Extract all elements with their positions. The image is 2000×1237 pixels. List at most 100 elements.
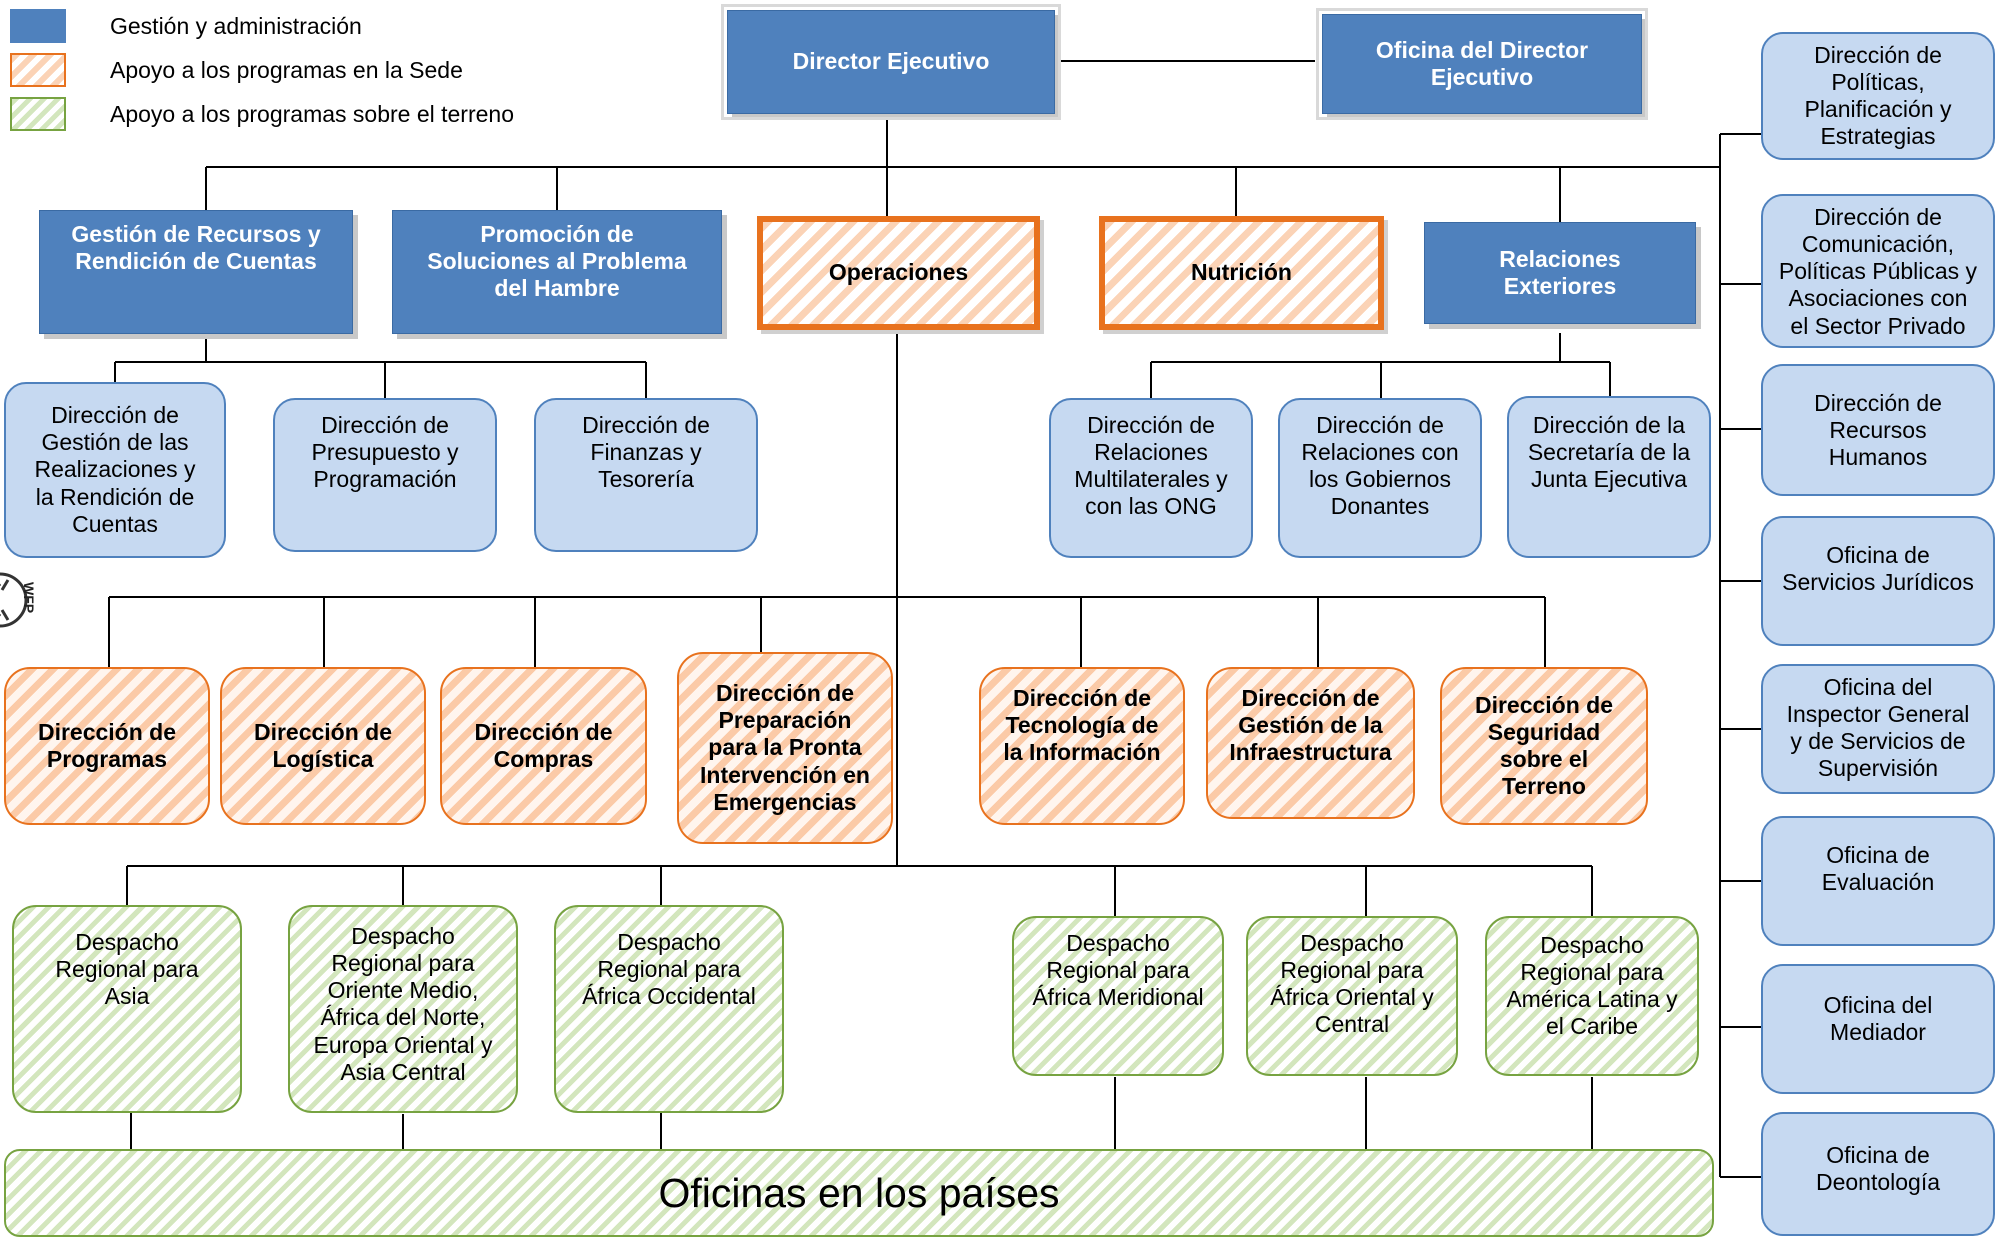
- box-label-line: Tesorería: [598, 466, 694, 493]
- box-label-line: Despacho: [1066, 930, 1170, 956]
- box-label-line: Dirección de: [1316, 412, 1444, 438]
- box-label-line: Dirección de: [1814, 42, 1942, 68]
- box-label-line: Políticas Públicas y: [1778, 258, 1978, 285]
- inspector-general-office-box: Oficina del Inspector General y de Servi…: [1761, 664, 1995, 794]
- box-label-line: Deontología: [1815, 1169, 1941, 1196]
- box-label-line: Donantes: [1330, 493, 1430, 520]
- box-label-line: Humanos: [1828, 444, 1928, 471]
- box-label-line: Promoción de: [480, 221, 634, 247]
- legend-label: Apoyo a los programas en la Sede: [110, 56, 463, 83]
- box-label-line: Políticas,: [1831, 69, 1925, 96]
- box-label-line: la Información: [1003, 739, 1161, 766]
- box-label-line: Dirección de: [37, 718, 177, 745]
- box-label: Oficinas en los países: [658, 1169, 1060, 1216]
- box-label-line: Planificación y: [1804, 96, 1952, 123]
- box-label-line: y de Servicios de: [1790, 728, 1966, 755]
- legend-item-field-support: Apoyo a los programas sobre el terreno: [10, 96, 514, 132]
- box-label-line: África Occidental: [582, 983, 756, 1010]
- box-label-line: Asia Central: [340, 1058, 466, 1085]
- box-label-line: Junta Ejecutiva: [1531, 466, 1687, 493]
- box-label-line: Dirección de la: [1532, 412, 1686, 438]
- legend-label: Gestión y administración: [110, 12, 362, 39]
- box-label-line: Logística: [272, 746, 374, 772]
- legend-swatch-green: [10, 97, 66, 131]
- regional-bureau-middle-east-box: Despacho Regional para Oriente Medio, Áf…: [288, 905, 518, 1113]
- box-label-line: Intervención en: [700, 761, 870, 788]
- box-label-line: Dirección de: [321, 412, 449, 438]
- box-label-line: Dirección de: [715, 680, 855, 707]
- box-label-line: Recursos: [1829, 417, 1927, 444]
- regional-bureau-southern-africa-box: Despacho Regional para África Meridional: [1012, 916, 1224, 1076]
- box-label-line: Oficina de: [1826, 1142, 1930, 1168]
- executive-director-box: Director Ejecutivo: [721, 4, 1061, 120]
- box-label-line: Rendición de Cuentas: [75, 248, 317, 275]
- box-label-line: Oficina del: [1823, 992, 1933, 1018]
- logo-text: WFP: [21, 582, 37, 613]
- box-label-line: Gestión de Recursos y: [71, 221, 321, 247]
- policy-planning-strategy-office-box: Dirección de Políticas, Planificación y …: [1761, 32, 1995, 160]
- box-label-line: Gestión de las: [41, 429, 189, 456]
- box-label: Nutrición: [1191, 259, 1292, 286]
- programmes-division-box: Dirección de Programas: [4, 667, 210, 825]
- communications-partnerships-office-box: Dirección de Comunicación, Políticas Púb…: [1761, 194, 1995, 348]
- wfp-logo-icon: WFP: [0, 572, 37, 628]
- box-label-line: Europa Oriental y: [313, 1031, 493, 1058]
- box-label-line: África Meridional: [1032, 984, 1204, 1011]
- box-label-line: Programas: [46, 746, 168, 772]
- emergency-preparedness-division-box: Dirección de Preparación para la Pronta …: [677, 652, 893, 844]
- box-label-line: Dirección de: [582, 412, 710, 438]
- box-label-line: Seguridad: [1487, 718, 1601, 745]
- box-label-line: África del Norte,: [320, 1004, 486, 1031]
- box-label-line: Infraestructura: [1229, 739, 1392, 766]
- box-label-line: Supervisión: [1817, 755, 1939, 782]
- box-label-line: Asia: [104, 983, 150, 1010]
- executive-director-office-box: Oficina del Director Ejecutivo: [1316, 8, 1648, 120]
- box-label-line: Preparación: [718, 707, 852, 734]
- box-label-line: Oficina de: [1826, 842, 1930, 868]
- executive-board-secretariat-division-box: Dirección de la Secretaría de la Junta E…: [1507, 396, 1711, 558]
- box-label: Operaciones: [828, 259, 969, 286]
- box-label-line: Exteriores: [1503, 273, 1617, 299]
- legend-swatch-blue: [10, 9, 66, 43]
- box-label-line: Inspector General: [1786, 701, 1970, 728]
- box-label: Director Ejecutivo: [792, 48, 990, 75]
- box-label-line: Regional para: [1280, 957, 1424, 984]
- legend-item-management: Gestión y administración: [10, 8, 362, 44]
- legal-office-box: Oficina de Servicios Jurídicos: [1761, 516, 1995, 646]
- box-label-line: Estrategias: [1820, 123, 1936, 150]
- box-label-line: Oficina del: [1823, 674, 1933, 700]
- box-label-line: Oficina de: [1826, 542, 1930, 568]
- box-label-line: América Latina y: [1506, 986, 1678, 1013]
- regional-bureau-west-africa-box: Despacho Regional para África Occidental: [554, 905, 784, 1113]
- box-label-line: Dirección de: [1814, 390, 1942, 416]
- box-label-line: sobre el: [1499, 746, 1589, 772]
- logistics-division-box: Dirección de Logística: [220, 667, 426, 825]
- box-label-line: Oficina del Director: [1375, 36, 1589, 63]
- box-label-line: Dirección de: [1814, 204, 1942, 230]
- box-label-line: Realizaciones y: [34, 456, 196, 483]
- box-label-line: Dirección de: [1474, 691, 1614, 718]
- box-label-line: Programación: [313, 466, 457, 493]
- box-label-line: Despacho: [1540, 932, 1644, 958]
- budget-programming-division-box: Dirección de Presupuesto y Programación: [273, 398, 497, 552]
- box-label-line: Asociaciones con: [1788, 285, 1968, 312]
- hunger-solutions-department-box: Promoción de Soluciones al Problema del …: [392, 210, 722, 334]
- box-label-line: África Oriental y: [1270, 984, 1434, 1011]
- box-label-line: Dirección de: [1012, 685, 1152, 711]
- donor-governments-division-box: Dirección de Relaciones con los Gobierno…: [1278, 398, 1482, 558]
- procurement-division-box: Dirección de Compras: [440, 667, 647, 825]
- human-resources-office-box: Dirección de Recursos Humanos: [1761, 364, 1995, 496]
- regional-bureau-east-central-africa-box: Despacho Regional para África Oriental y…: [1246, 916, 1458, 1076]
- box-label-line: Regional para: [1520, 959, 1664, 986]
- regional-bureau-latin-america-box: Despacho Regional para América Latina y …: [1485, 916, 1699, 1076]
- ombudsman-office-box: Oficina del Mediador: [1761, 964, 1995, 1094]
- box-label-line: Relaciones: [1499, 245, 1621, 272]
- box-label-line: Multilaterales y: [1074, 466, 1228, 493]
- evaluation-office-box: Oficina de Evaluación: [1761, 816, 1995, 946]
- box-label-line: para la Pronta: [708, 734, 862, 761]
- box-label-line: Regional para: [597, 956, 741, 983]
- box-label-line: Dirección de: [1087, 412, 1215, 438]
- box-label-line: Servicios Jurídicos: [1782, 569, 1974, 596]
- box-label-line: Dirección de: [51, 402, 179, 429]
